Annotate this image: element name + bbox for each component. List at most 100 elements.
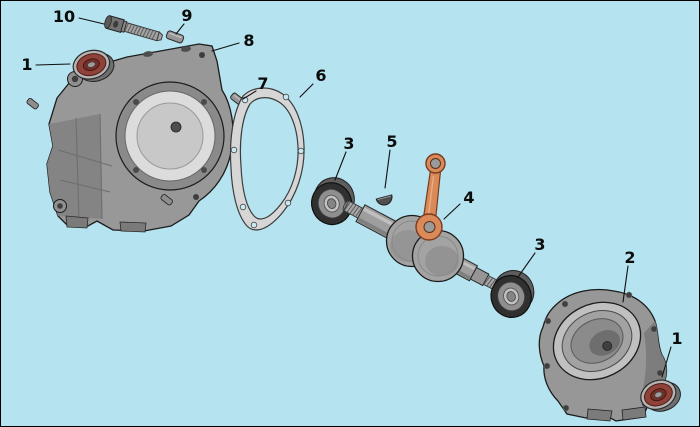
callout-label: 3: [534, 235, 545, 254]
boss-screw-hole: [201, 167, 207, 173]
connecting-rod: [415, 153, 446, 241]
callout-2: 2: [622, 248, 636, 303]
crankcase-left-ear-hole: [57, 203, 63, 209]
flange-hole: [193, 194, 199, 200]
callout-leader: [78, 17, 105, 25]
callout-label: 4: [463, 188, 474, 207]
opening-center-hole: [602, 341, 613, 351]
dowel-pin-9: [165, 30, 185, 44]
crankshaft-assembly: [342, 153, 507, 295]
bearing-bore: [506, 291, 516, 302]
callout-label: 5: [386, 132, 397, 151]
callout-5: 5: [384, 132, 398, 189]
callout-6: 6: [299, 66, 327, 98]
dowel-pin-loose-1: [26, 97, 39, 110]
gasket-hole: [239, 203, 247, 211]
rod-highlight: [427, 175, 435, 216]
callout-label: 10: [53, 7, 75, 26]
crankcase-left-ribs: [57, 113, 113, 221]
bearing-right: [490, 270, 535, 318]
shaft-left-thread-ticks: [343, 201, 363, 218]
flange-hole: [543, 362, 551, 370]
flange-hole: [561, 300, 569, 308]
bolt-head-face: [104, 15, 112, 29]
callout-leader: [211, 42, 240, 52]
flange-hole: [562, 404, 570, 412]
callout-leader: [661, 346, 672, 378]
seal-bore: [87, 61, 96, 68]
callout-label: 7: [257, 74, 268, 93]
callout-label: 6: [315, 66, 326, 85]
callout-label: 1: [21, 55, 32, 74]
flange-hole: [199, 52, 205, 58]
callout-leader: [517, 252, 536, 278]
callout-label: 2: [624, 248, 635, 267]
pin-highlight: [169, 32, 182, 39]
gasket-hole: [297, 147, 305, 155]
callout-leader: [35, 63, 71, 66]
flange-slot: [181, 46, 191, 52]
callout-3-left: 3: [334, 134, 355, 181]
rod-big-end-bore: [423, 221, 436, 233]
key-highlight: [377, 195, 392, 201]
key-body: [375, 194, 393, 206]
seal-bore: [654, 391, 663, 398]
callout-10: 10: [53, 7, 105, 26]
callout-4: 4: [443, 188, 475, 220]
crankcase-left-center-hole: [170, 121, 182, 133]
gasket-band: [229, 87, 305, 231]
boss-screw-hole: [133, 167, 139, 173]
callout-leader: [443, 203, 461, 220]
crankcase-left-shading: [47, 114, 102, 219]
bolt-socket: [113, 20, 119, 28]
callout-leader: [175, 23, 185, 35]
crankcase-right-opening: [552, 301, 642, 381]
flange-hole: [650, 325, 658, 333]
callout-label: 3: [343, 134, 354, 153]
pin-body: [26, 97, 39, 110]
bearing-bore: [326, 198, 337, 209]
gasket-hole: [250, 221, 258, 229]
crank-web-right-shade: [425, 246, 459, 276]
bolt-10: [104, 15, 164, 42]
crankcase-left-foot-1: [65, 215, 89, 229]
crankcase-left-bore-inner: [136, 102, 204, 170]
oil-seal-left: [72, 49, 115, 82]
callout-7: 7: [242, 74, 269, 100]
pin-body: [160, 193, 173, 206]
bolt-tip: [156, 31, 164, 42]
callout-9: 9: [175, 6, 193, 35]
gasket: [229, 87, 305, 231]
crankcase-left-foot-2: [119, 221, 147, 233]
woodruff-key: [375, 194, 393, 206]
callouts: 10 9 8 1 7 6 3 5: [21, 6, 683, 378]
bolt-threads: [124, 22, 157, 40]
callout-label: 9: [181, 6, 192, 25]
gasket-hole: [284, 199, 292, 207]
callout-leader: [384, 149, 391, 189]
flange-hole: [625, 291, 633, 299]
gasket-hole: [282, 93, 290, 101]
callout-leader: [242, 90, 257, 100]
boss-screw-hole: [201, 99, 207, 105]
crankcase-right-foot-1: [586, 408, 613, 422]
callout-3-right: 3: [517, 235, 546, 278]
callout-1-right: 1: [661, 329, 683, 378]
callout-leader: [299, 83, 314, 98]
callout-label: 1: [671, 329, 682, 348]
callout-label: 8: [243, 31, 254, 50]
crankcase-half-left: [46, 43, 234, 233]
flange-hole: [544, 317, 552, 325]
oil-seal-right: [640, 379, 681, 412]
callout-8: 8: [211, 31, 255, 52]
flange-slot: [143, 51, 153, 57]
crankcase-right-foot-2: [621, 406, 647, 421]
crankcase-half-right: [538, 288, 668, 422]
gasket-hole: [230, 146, 238, 154]
crankcase-left-ear-hole: [71, 75, 79, 83]
rod-small-end-bore: [430, 158, 441, 169]
dowel-pin-loose-2: [160, 193, 173, 206]
boss-screw-hole: [133, 99, 139, 105]
